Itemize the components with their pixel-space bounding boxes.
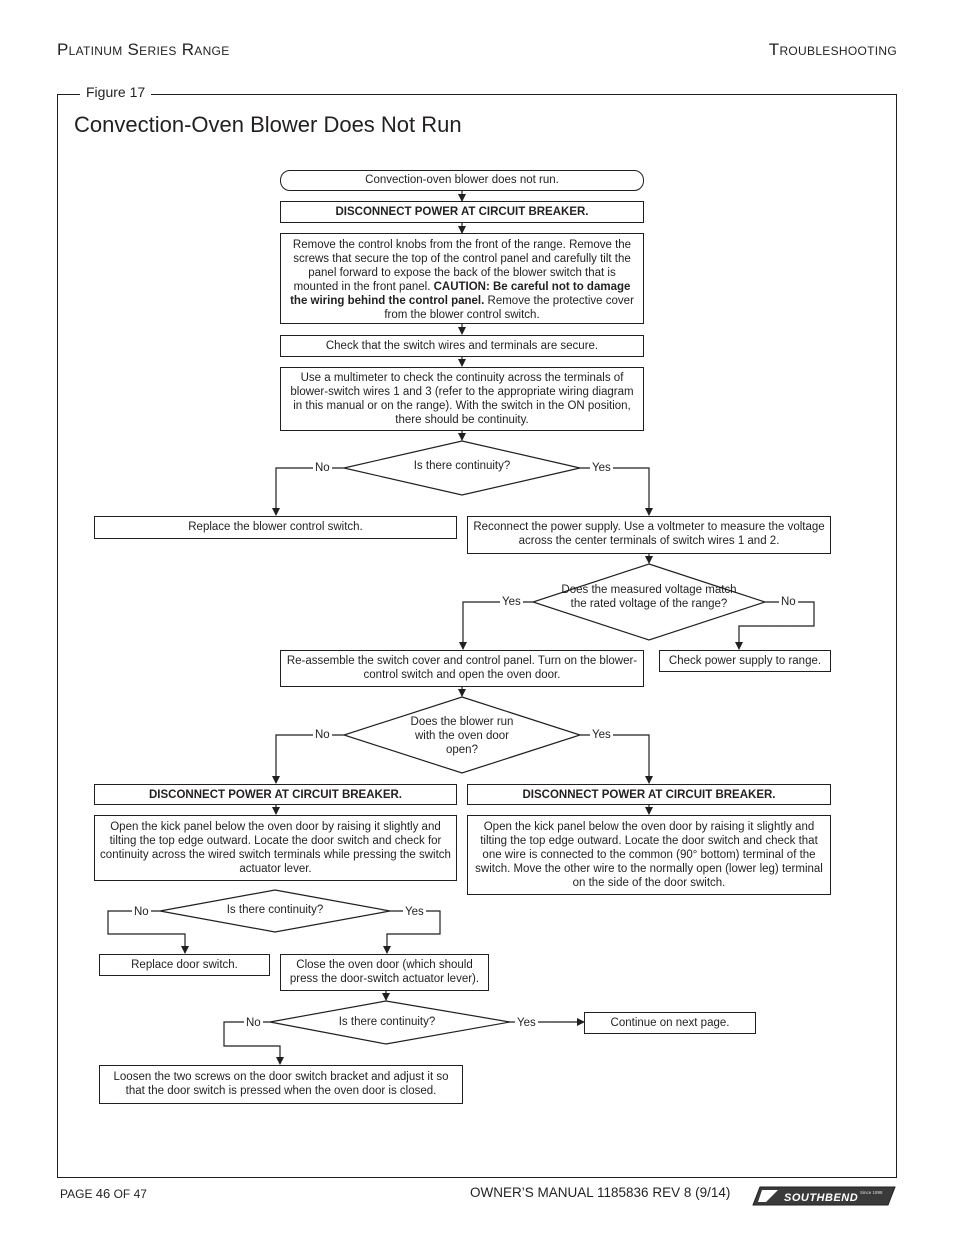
loosen-screws-box: Loosen the two screws on the door switch… [99,1065,463,1104]
header-right-title: Troubleshooting [768,40,897,59]
figure-label: Figure 17 [80,84,152,100]
page-number: PAGE 46 OF 47 [60,1186,147,1201]
decision-4-yes-label: Yes [403,905,426,919]
start-node: Convection-oven blower does not run. [280,170,644,191]
decision-continuity-1: Is there continuity? [413,460,511,472]
logo-since: Since 1898 [860,1190,883,1195]
page-suffix: OF 47 [110,1187,147,1201]
decision-3-no-label: No [313,728,332,742]
multimeter-box: Use a multimeter to check the continuity… [280,367,644,431]
decision-1-yes-label: Yes [590,461,613,475]
check-wires-box: Check that the switch wires and terminal… [280,335,644,357]
replace-blower-switch-box: Replace the blower control switch. [94,516,457,539]
kick-panel-right-box: Open the kick panel below the oven door … [467,815,831,895]
remove-knobs-text-a: Remove the control knobs from the front … [292,239,632,293]
decision-4-no-label: No [132,905,151,919]
kick-panel-left-box: Open the kick panel below the oven door … [94,815,457,881]
figure-frame [57,94,897,1178]
remove-knobs-box: Remove the control knobs from the front … [280,233,644,324]
remove-knobs-text-b: Remove the protective cover from the blo… [384,295,634,321]
reconnect-power-box: Reconnect the power supply. Use a voltme… [467,516,831,554]
replace-door-switch-box: Replace door switch. [99,954,270,976]
logo-text: SOUTHBEND [784,1192,858,1204]
southbend-logo: SOUTHBEND Since 1898 [752,1186,896,1206]
reassemble-box: Re-assemble the switch cover and control… [280,650,644,687]
decision-5-yes-label: Yes [515,1016,538,1030]
remove-knobs-caution: CAUTION: Be careful not to damage the wi… [290,281,631,307]
decision-1-no-label: No [313,461,332,475]
decision-3-yes-label: Yes [590,728,613,742]
figure-title: Convection-Oven Blower Does Not Run [74,112,462,137]
decision-continuity-3: Is there continuity? [338,1016,436,1028]
close-oven-door-box: Close the oven door (which should press … [280,954,489,991]
decision-continuity-2: Is there continuity? [226,904,324,916]
disconnect-power-box-left: DISCONNECT POWER AT CIRCUIT BREAKER. [94,784,457,805]
decision-voltage: Does the measured voltage match the rate… [561,584,737,610]
page-prefix: PAGE [60,1187,96,1201]
page-current: 46 [95,1186,111,1201]
header-left-title: Platinum Series Range [57,40,230,59]
manual-id: OWNER’S MANUAL 1185836 REV 8 (9/14) [470,1185,731,1200]
disconnect-power-box-right: DISCONNECT POWER AT CIRCUIT BREAKER. [467,784,831,805]
decision-5-no-label: No [244,1016,263,1030]
disconnect-power-box-1: DISCONNECT POWER AT CIRCUIT BREAKER. [280,201,644,223]
continue-next-page-box: Continue on next page. [584,1012,756,1034]
check-power-supply-box: Check power supply to range. [659,650,831,672]
decision-2-yes-label: Yes [500,595,523,609]
decision-2-no-label: No [779,595,798,609]
decision-blower-runs: Does the blower run with the oven door o… [410,716,514,756]
